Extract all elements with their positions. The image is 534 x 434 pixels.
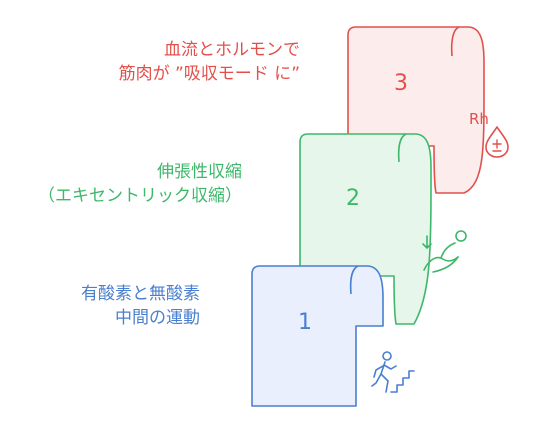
- step-1-label: 有酸素と無酸素 中間の運動: [81, 282, 200, 330]
- step-2-label: 伸張性収縮 （エキセントリック収縮）: [38, 160, 242, 208]
- rh-label: Rh: [469, 110, 489, 128]
- step-2-label-line-1: 伸張性収縮: [157, 162, 242, 182]
- step-1-label-line-2: 中間の運動: [115, 308, 200, 328]
- step-2-number: 2: [346, 186, 360, 211]
- step-3-number: 3: [394, 71, 408, 96]
- step-2-scroll: [299, 133, 432, 325]
- step-3-label-line-2: 筋肉が ”吸収モード に”: [118, 64, 300, 84]
- step-1-number: 1: [298, 310, 312, 335]
- step-1-label-line-1: 有酸素と無酸素: [81, 284, 200, 304]
- step-3-label-line-1: 血流とホルモンで: [164, 40, 300, 60]
- rh-blood-drop-icon: Rh: [469, 110, 509, 158]
- downhill-person-icon: [422, 230, 467, 273]
- step-3-scroll: [347, 26, 485, 194]
- step-1-scroll: [251, 265, 384, 407]
- step-2-label-line-2: （エキセントリック収縮）: [38, 186, 242, 206]
- climbing-stairs-icon: [371, 351, 415, 393]
- step-3-label: 血流とホルモンで 筋肉が ”吸収モード に”: [119, 38, 300, 86]
